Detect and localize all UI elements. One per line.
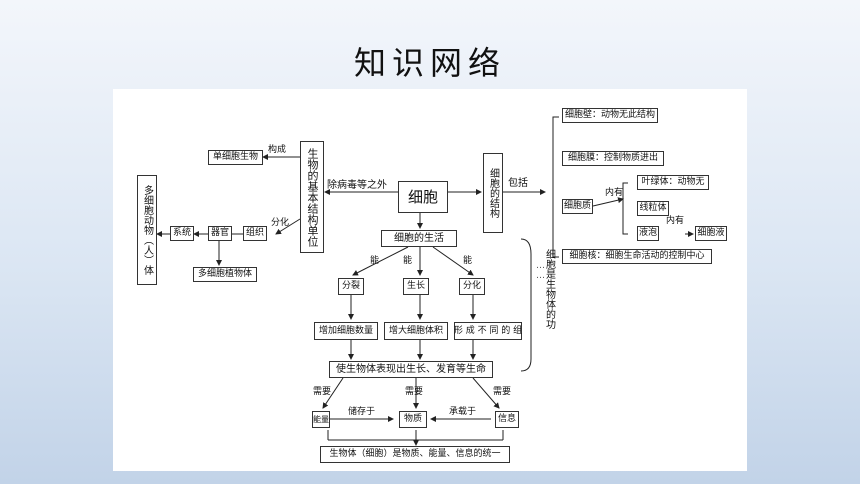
brace-parts (552, 116, 559, 258)
cytoplasm-box: 细胞质 (562, 199, 593, 214)
arrow-unit-to-tissue (275, 218, 301, 235)
growth-box: 生长 (403, 278, 429, 295)
includes-label: 包括 (508, 178, 528, 189)
increase-number-box: 增加细胞数量 (314, 322, 378, 340)
multicell-plant-box: 多细胞植物体 (193, 267, 257, 282)
needs-label-3: 需要 (493, 387, 512, 397)
cell-wall-box: 细胞壁：动物无此结构 (562, 108, 658, 123)
cell-sap-box: 细胞液 (695, 226, 727, 241)
mitochondria-box: 线粒体 (637, 201, 669, 216)
chloroplast-box: 叶绿体：动物无 (637, 175, 709, 190)
except-virus-label: 除病毒等之外 (327, 180, 387, 191)
structural-unit-box: 生物的基本结构单位 (300, 141, 324, 253)
organ-box: 器官 (208, 226, 232, 241)
enable-box: 使生物体表现出生长、发育等生命 (329, 361, 493, 378)
page-title: 知识网络 (353, 44, 506, 82)
cell-box: 细胞 (398, 181, 448, 213)
tissue-box: 组织 (243, 226, 267, 241)
connector-lines (156, 116, 694, 446)
multicell-animal-box: 多细胞动物（人）体 (137, 175, 157, 285)
contains-label-2: 内有 (666, 216, 685, 226)
can-label-3: 能 (463, 256, 473, 266)
composes-label: 构成 (268, 145, 287, 155)
can-label-1: 能 (370, 256, 380, 266)
increase-volume-box: 增大细胞体积 (384, 322, 448, 340)
contains-label-1: 内有 (605, 188, 624, 198)
carried-by-label: 承载于 (449, 407, 477, 417)
cell-structure-box: 细胞的结构 (483, 153, 503, 233)
differentiate-box: 分化 (459, 278, 485, 295)
cell-life-box: 细胞的生活 (381, 230, 457, 247)
unicellular-box: 单细胞生物 (208, 150, 263, 165)
function-unit-label: 细胞是生物体的功 (543, 249, 555, 329)
nucleus-box: 细胞核：细胞生命活动的控制中心 (562, 249, 712, 264)
concept-map: 多细胞动物（人）体 系统 器官 组织 分化 多细胞植物体 单细胞生物 构成 生物… (113, 89, 747, 471)
form-different-box: 形 成 不 同 的 组 (454, 322, 522, 340)
needs-label-2: 需要 (405, 387, 424, 397)
division-box: 分裂 (338, 278, 364, 295)
stored-in-label: 储存于 (348, 407, 376, 417)
info-box: 信息 (495, 411, 519, 428)
vacuole-box: 液泡 (637, 226, 659, 241)
can-label-2: 能 (403, 256, 413, 266)
cell-membrane-box: 细胞膜：控制物质进出 (562, 151, 664, 166)
matter-box: 物质 (399, 411, 427, 428)
energy-box: 能量 (312, 411, 330, 428)
system-box: 系统 (170, 226, 194, 241)
unity-box: 生物体（细胞）是物质、能量、信息的统一 (320, 446, 510, 463)
dots-label: …… (535, 261, 546, 281)
differentiation-label: 分化 (271, 218, 290, 228)
brace-function (520, 238, 532, 372)
needs-label-1: 需要 (313, 387, 332, 397)
